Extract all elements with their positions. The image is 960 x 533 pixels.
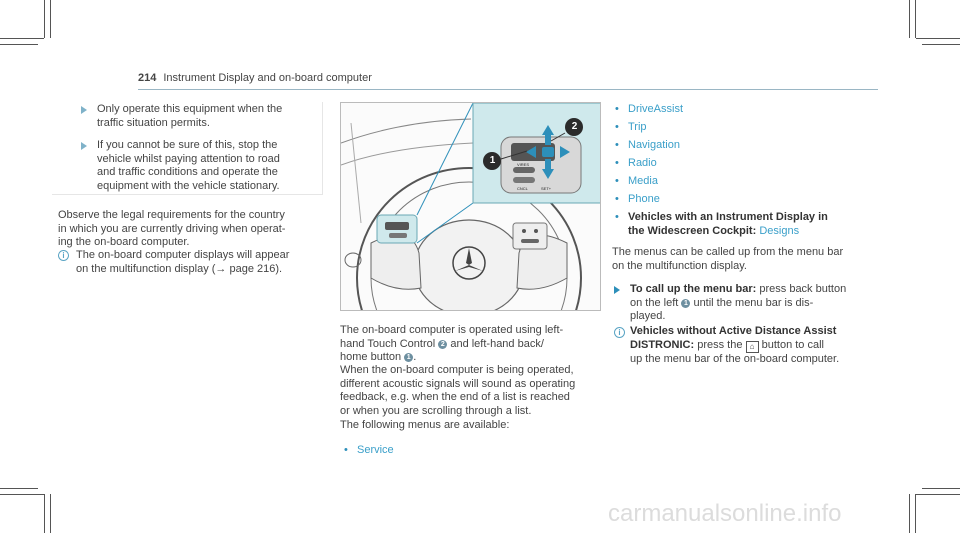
crop-mark <box>0 488 38 489</box>
steering-wheel-illustration <box>341 103 600 310</box>
info-icon: i <box>614 327 625 338</box>
crop-mark <box>915 0 916 38</box>
info-icon: i <box>58 250 69 261</box>
crop-mark <box>909 494 910 533</box>
bullet-icon: • <box>615 103 619 115</box>
menus-intro: The following menus are available: <box>340 419 510 431</box>
warning-1: Only operate this equipment when the tra… <box>97 103 283 129</box>
home-icon: ⌂ <box>745 340 759 353</box>
designs-link[interactable]: Designs <box>759 224 800 237</box>
menu-item-trip[interactable]: •Trip <box>615 121 647 133</box>
acoustic-paragraph: When the on-board computer is being oper… <box>340 364 576 417</box>
widescreen-item: • Vehicles with an Instrument Display in… <box>615 211 828 237</box>
distronic-note: Vehicles without Active Distance Assist … <box>630 325 840 365</box>
section-title: Instrument Display and on-board computer <box>163 72 372 84</box>
warning-triangle-icon <box>81 142 87 150</box>
crop-mark <box>916 38 960 39</box>
header-rule <box>138 89 878 90</box>
bullet-icon: • <box>615 193 619 205</box>
crop-mark <box>0 494 44 495</box>
menu-item-navigation[interactable]: •Navigation <box>615 139 680 151</box>
bullet-icon: • <box>344 444 348 456</box>
callout-1-marker: 1 <box>681 298 691 308</box>
menu-item-service[interactable]: •Service <box>344 444 394 456</box>
menu-bar-step: To call up the menu bar: press back butt… <box>630 283 847 322</box>
crop-mark <box>50 0 51 38</box>
button-label: VIRES <box>517 162 530 167</box>
figure-callout-1: 1 <box>489 155 496 166</box>
steering-wheel-figure: 1 2 VIRES CNCL SET+ <box>340 102 601 311</box>
crop-mark <box>915 494 916 533</box>
warning-box <box>52 102 323 195</box>
crop-mark <box>44 0 45 38</box>
operation-paragraph: The on-board computer is operated using … <box>340 324 564 363</box>
bullet-icon: • <box>615 121 619 133</box>
menu-item-driveassist[interactable]: •DriveAssist <box>615 103 684 115</box>
button-label: CNCL <box>517 186 528 191</box>
page-header: 214 Instrument Display and on-board compu… <box>138 72 372 84</box>
bullet-icon: • <box>615 157 619 169</box>
warning-triangle-icon <box>81 106 87 114</box>
crop-mark <box>909 0 910 38</box>
crop-mark <box>44 494 45 533</box>
legal-paragraph: Observe the legal requirements for the c… <box>58 209 286 248</box>
button-label: SET+ <box>541 186 552 191</box>
warning-2: If you cannot be sure of this, stop the … <box>97 139 280 192</box>
display-note: The on-board computer displays will appe… <box>76 249 290 275</box>
menu-item-phone[interactable]: •Phone <box>615 193 660 205</box>
menu-item-media[interactable]: •Media <box>615 175 658 187</box>
figure-callout-2: 2 <box>571 121 578 132</box>
crop-mark <box>0 44 38 45</box>
crop-mark <box>0 38 44 39</box>
menu-bar-paragraph: The menus can be called up from the menu… <box>612 246 844 272</box>
crop-mark <box>50 494 51 533</box>
watermark: carmanualsonline.info <box>608 500 842 527</box>
page-number: 214 <box>138 72 157 84</box>
bullet-icon: • <box>615 175 619 187</box>
step-triangle-icon <box>614 286 620 294</box>
callout-2-marker: 2 <box>438 339 448 349</box>
crop-mark <box>922 488 960 489</box>
callout-1-marker: 1 <box>404 353 414 362</box>
crop-mark <box>922 44 960 45</box>
menu-item-radio[interactable]: •Radio <box>615 157 657 169</box>
bullet-icon: • <box>615 139 619 151</box>
crop-mark <box>916 494 960 495</box>
bullet-icon: • <box>615 211 619 223</box>
